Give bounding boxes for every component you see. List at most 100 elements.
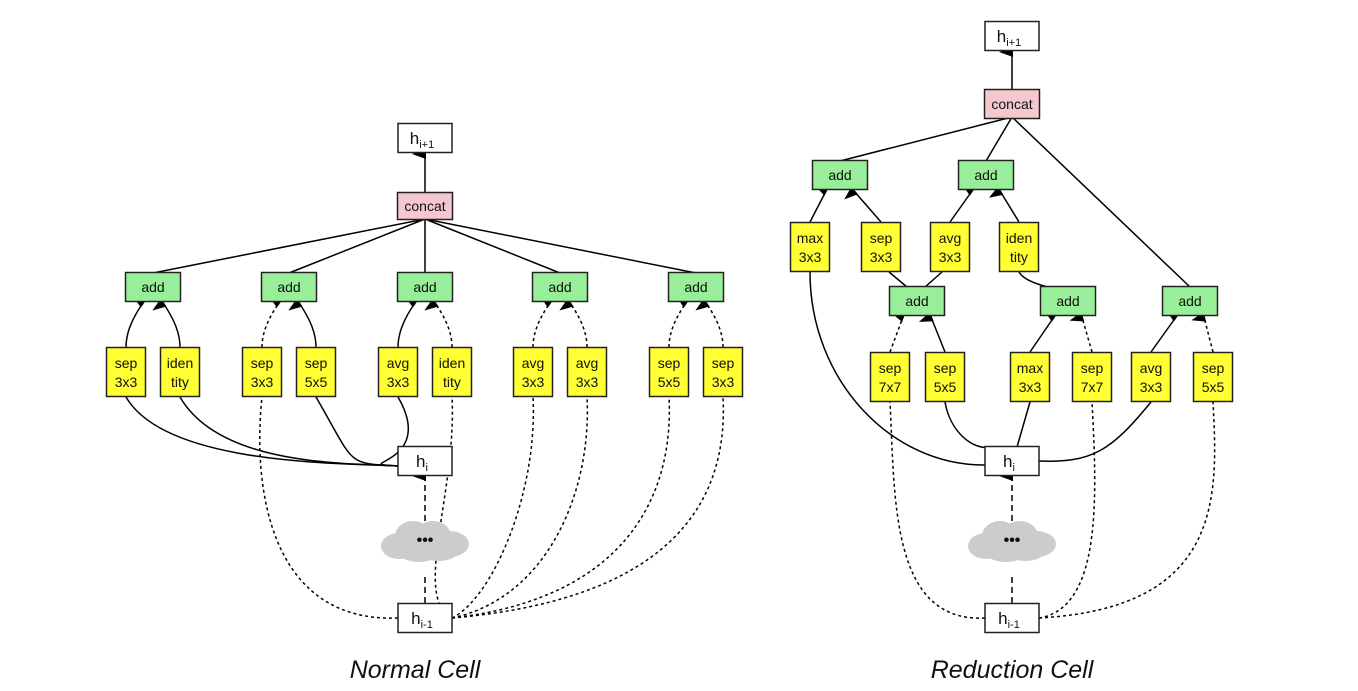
normal-op-node-line1: sep <box>305 355 328 371</box>
reduction-upper-add-node: add <box>957 159 1015 191</box>
normal-op-node-line2: 3x3 <box>712 374 735 390</box>
normal-hprev-node: hi-1 <box>397 602 453 634</box>
edge-op-to-add <box>261 295 283 348</box>
reduction-upper-add-node-label: add <box>974 167 997 183</box>
normal-cell-caption: Normal Cell <box>350 656 482 684</box>
edge-hi-to-op <box>380 396 410 467</box>
edge-hprev-to-op <box>1038 401 1096 619</box>
normal-op-node-line1: iden <box>167 355 193 371</box>
edge-hprev-to-op <box>451 396 535 619</box>
reduction-hprev-node-label: hi-1 <box>998 609 1020 631</box>
reduction-hi-node: hi <box>984 445 1040 477</box>
edge-op-to-add <box>1029 309 1058 353</box>
normal-add-node: add <box>124 271 182 303</box>
edge-op-to-add <box>1069 311 1093 353</box>
reduction-op-node-line2: 5x5 <box>934 379 957 395</box>
normal-op-node-line1: sep <box>251 355 274 371</box>
edge-add-to-concat <box>288 218 426 274</box>
reduction-op-node-line1: avg <box>1140 360 1163 376</box>
reduction-lower-add-node-label: add <box>1056 293 1079 309</box>
edge-hprev-to-op <box>889 401 986 619</box>
normal-op-node-line2: 3x3 <box>251 374 274 390</box>
normal-add-node-label: add <box>277 279 300 295</box>
edge-hprev-to-op <box>451 396 725 619</box>
normal-op-node-line1: sep <box>115 355 138 371</box>
reduction-lower-add-node-label: add <box>905 293 928 309</box>
normal-op-node: sep 3x3 <box>702 346 744 398</box>
edge-op-to-add <box>125 295 147 348</box>
normal-op-node-line2: 5x5 <box>305 374 328 390</box>
normal-output-node-label: hi+1 <box>410 129 434 151</box>
normal-add-node-label: add <box>141 279 164 295</box>
normal-op-node: sep 3x3 <box>105 346 147 398</box>
normal-op-node-line2: tity <box>443 374 461 390</box>
edge-op-to-add <box>152 298 181 348</box>
normal-concat-node-label: concat <box>404 198 445 214</box>
reduction-upper-add-node-label: add <box>828 167 851 183</box>
edge-hprev-to-op <box>1038 401 1216 619</box>
normal-hprev-node-label: hi-1 <box>411 609 433 631</box>
reduction-lower-add-node-label: add <box>1178 293 1201 309</box>
normal-hi-node-label: hi <box>416 452 428 474</box>
reduction-hi-node-label: hi <box>1003 452 1015 474</box>
reduction-op-node-line1: max <box>1017 360 1043 376</box>
edge-hi-to-op <box>809 271 986 466</box>
reduction-op-node-line2: 5x5 <box>1202 379 1225 395</box>
edge-op-to-add <box>918 311 946 353</box>
edge-add-to-op <box>888 271 908 288</box>
edge-op-to-add <box>949 183 976 223</box>
reduction-lower-add-node: add <box>1039 285 1097 317</box>
edge-hprev-to-op <box>451 396 589 619</box>
edge-op-to-add <box>1191 311 1214 353</box>
edge-hi-to-op <box>944 401 993 449</box>
normal-op-node-line1: sep <box>658 355 681 371</box>
reduction-lower-add-node: add <box>888 285 946 317</box>
reduction-op-node-line2: 3x3 <box>799 249 822 265</box>
edge-op-to-add <box>889 312 906 353</box>
edge-hi-to-op <box>315 396 399 467</box>
edge-add-to-concat <box>424 218 561 274</box>
normal-op-node-line2: 3x3 <box>522 374 545 390</box>
normal-op-node-line2: 3x3 <box>576 374 599 390</box>
edge-op-to-add <box>288 298 317 348</box>
normal-op-node: iden tity <box>159 346 201 398</box>
normal-op-node-line2: tity <box>171 374 189 390</box>
normal-output-node: hi+1 <box>397 122 453 154</box>
normal-add-node: add <box>531 271 589 303</box>
edge-add-to-op <box>1018 271 1049 288</box>
normal-cloud: ••• <box>381 521 469 562</box>
reduction-op-node-line2: 7x7 <box>879 379 902 395</box>
edge-add-to-op <box>924 271 943 288</box>
normal-add-node-label: add <box>548 279 571 295</box>
reduction-op-node-line1: sep <box>1081 360 1104 376</box>
edge-op-to-add <box>668 295 690 348</box>
normal-op-node: sep 5x5 <box>295 346 337 398</box>
normal-op-node-line1: sep <box>712 355 735 371</box>
edge-op-to-add <box>532 295 554 348</box>
reduction-output-node-label: hi+1 <box>997 27 1021 49</box>
edge-hprev-to-op <box>434 396 454 619</box>
normal-add-node: add <box>260 271 318 303</box>
edge-op-to-add <box>424 298 453 348</box>
edge-add-to-concat <box>1011 116 1191 288</box>
normal-op-node-line1: avg <box>522 355 545 371</box>
reduction-op-node-line1: sep <box>870 230 893 246</box>
cloud-dots: ••• <box>417 532 434 549</box>
edge-hprev-to-op <box>259 396 399 619</box>
normal-op-node-line2: 3x3 <box>115 374 138 390</box>
reduction-op-node-line1: iden <box>1006 230 1032 246</box>
reduction-cell-caption: Reduction Cell <box>931 656 1095 684</box>
edge-op-to-add <box>559 298 588 348</box>
edge-hi-to-op <box>125 396 399 467</box>
reduction-output-node: hi+1 <box>984 20 1040 52</box>
reduction-op-node-line1: avg <box>939 230 962 246</box>
